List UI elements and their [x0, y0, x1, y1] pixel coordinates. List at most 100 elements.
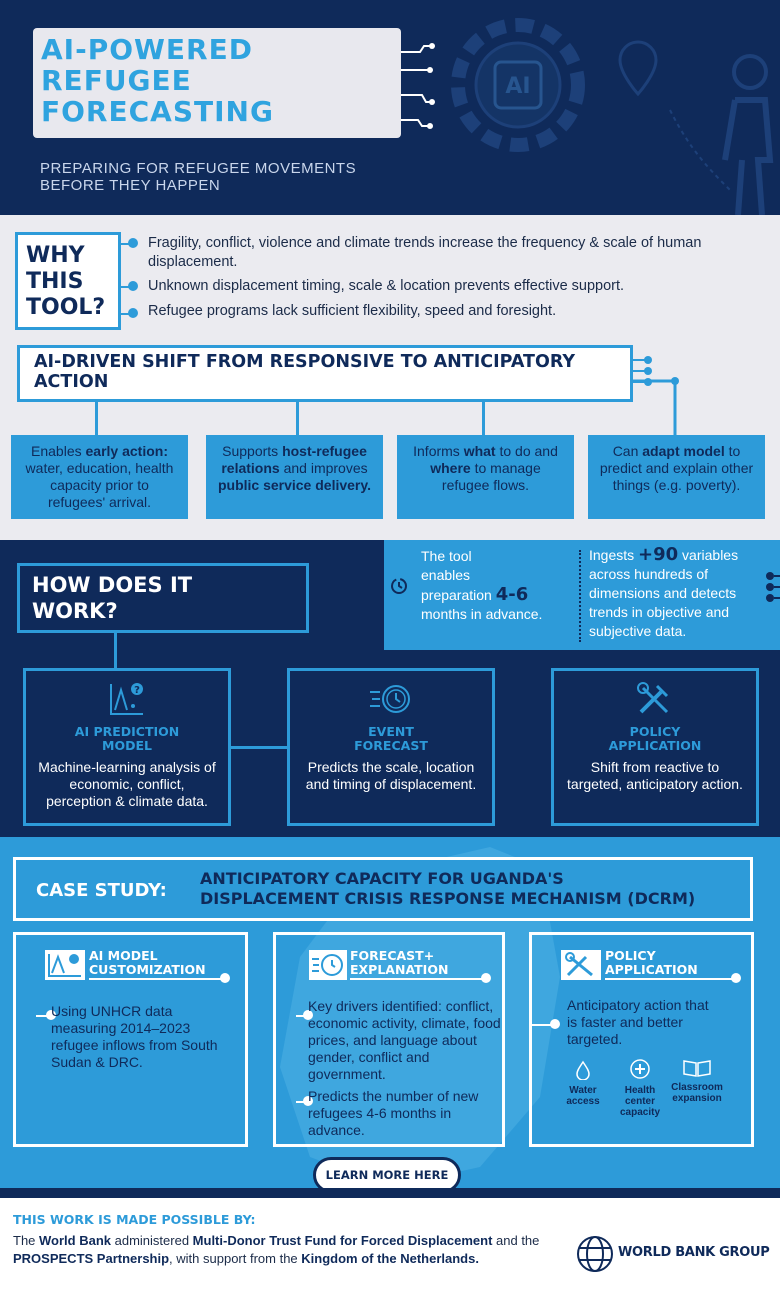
health-cross-icon	[630, 1059, 650, 1079]
card-text: Informs	[413, 443, 464, 459]
why-heading-line: THIS	[26, 269, 84, 294]
bullet-dot	[46, 1010, 56, 1020]
case-heading-line: AI MODEL	[89, 948, 158, 963]
why-heading-box: WHY THIS TOOL?	[15, 232, 121, 330]
chart-question-icon	[45, 950, 85, 980]
connector-line	[230, 746, 288, 749]
card-text: to predict and explain other things (e.g…	[599, 443, 754, 493]
connector-dots-icon	[766, 572, 780, 602]
connector-elbow	[633, 377, 679, 437]
why-heading: WHY THIS TOOL?	[26, 243, 110, 321]
bullet-dot	[128, 238, 138, 248]
case-card-body: Anticipatory action that is faster and b…	[567, 997, 709, 1047]
case-heading-line: CUSTOMIZATION	[89, 962, 206, 977]
connector-line	[114, 633, 117, 668]
why-heading-line: WHY	[26, 243, 85, 268]
card-heading-line: FORECAST	[354, 738, 428, 753]
case-card-body: Key drivers identified: conflict, econom…	[308, 998, 501, 1082]
card-text: Enables	[31, 443, 86, 459]
why-item: Fragility, conflict, violence and climat…	[148, 235, 702, 270]
bullet-dot	[220, 973, 230, 983]
shift-heading-box: AI-DRIVEN SHIFT FROM RESPONSIVE TO ANTIC…	[17, 345, 633, 402]
card-heading-line: EVENT	[368, 724, 414, 739]
learn-more-button[interactable]: LEARN MORE HERE	[313, 1157, 461, 1192]
prep-line: The tool	[421, 548, 472, 564]
case-card-body: Using UNHCR data measuring 2014–2023 ref…	[51, 1003, 218, 1070]
shift-heading: AI-DRIVEN SHIFT FROM RESPONSIVE TO ANTIC…	[34, 352, 576, 392]
bullet-dot	[303, 1010, 313, 1020]
bullet-dot	[550, 1019, 560, 1029]
fast-clock-icon	[309, 950, 347, 980]
card-heading-line: POLICY	[629, 724, 681, 739]
prep-line: months in advance.	[421, 606, 543, 622]
chart-question-icon: ?	[36, 679, 218, 719]
icon-label-line: capacity	[619, 1107, 661, 1118]
card-bold-text: host-refugee relations	[221, 443, 367, 476]
connector-line	[121, 286, 133, 288]
credit-text: The	[13, 1233, 40, 1248]
footer-divider	[0, 1188, 780, 1198]
case-heading-line: EXPLANATION	[350, 962, 449, 977]
credit-text: administered	[111, 1233, 193, 1248]
credit-bold: Multi-Donor Trust Fund for Forced Displa…	[192, 1233, 493, 1248]
title-line: REFUGEE	[41, 64, 192, 97]
card-bold-text: where	[430, 460, 471, 476]
card-body: Shift from reactive to targeted, anticip…	[567, 759, 743, 792]
how-heading: HOW DOES IT WORK?	[32, 572, 294, 624]
credit-bold: World Bank	[39, 1233, 112, 1248]
how-heading-line: HOW DOES IT	[32, 573, 193, 597]
months-highlight: 4-6	[495, 584, 529, 605]
case-card-heading: FORECAST+EXPLANATION	[350, 949, 448, 977]
credit-text: and the	[492, 1233, 540, 1248]
shift-card-early-action: Enables early action: water, education, …	[11, 435, 188, 519]
shift-card-adapt-model: Can adapt model to predict and explain o…	[588, 435, 765, 519]
connector-line	[296, 1015, 308, 1017]
connector-line	[482, 402, 485, 435]
card-text: and improves	[279, 460, 368, 476]
prep-line: preparation	[421, 587, 492, 603]
card-bold-text: adapt model	[642, 443, 725, 459]
card-heading-line: AI PREDICTION	[74, 724, 180, 739]
bullet-dot	[303, 1096, 313, 1106]
title-card: AI-POWERED REFUGEE FORECASTING	[33, 28, 401, 138]
card-bold-text: early action:	[85, 443, 168, 459]
preparation-panel: The tool enables preparation 4-6 months …	[384, 540, 780, 650]
why-item: Refugee programs lack sufficient flexibi…	[148, 303, 557, 319]
divider	[579, 550, 581, 642]
subtitle-line: BEFORE THEY HAPPEN	[40, 177, 221, 194]
tools-icon	[564, 679, 746, 719]
connector-line	[36, 1015, 50, 1017]
connector-line	[296, 1101, 308, 1103]
card-text: to manage refugee flows.	[441, 460, 541, 493]
case-study-section: CASE STUDY: ANTICIPATORY CAPACITY FOR UG…	[0, 837, 780, 1192]
card-body: Predicts the scale, location and timing …	[305, 759, 477, 792]
icon-label-line: access	[566, 1096, 600, 1107]
card-heading-line: MODEL	[102, 738, 152, 753]
title-line: AI-POWERED	[41, 33, 253, 66]
icon-label-line: center	[624, 1096, 655, 1107]
connector-line	[350, 978, 485, 980]
case-study-heading-box	[13, 857, 753, 921]
title-line: FORECASTING	[41, 95, 274, 128]
connector-line	[529, 1024, 551, 1026]
connector-line	[121, 243, 133, 245]
header-banner: AI AI-POWERED REFUGEE FORECASTING PREPAR…	[0, 0, 780, 215]
footer-heading: THIS WORK IS MADE POSSIBLE BY:	[13, 1212, 256, 1227]
variables-highlight: +90	[638, 544, 679, 565]
connector-line	[121, 313, 133, 315]
credit-bold: Kingdom of the Netherlands.	[301, 1251, 479, 1266]
ingest-pre: Ingests	[589, 547, 639, 563]
world-bank-globe-icon	[577, 1236, 613, 1272]
ingest-text: Ingests +90 variables across hundreds of…	[589, 545, 769, 641]
case-heading-line: POLICY	[605, 948, 656, 963]
connector-line	[605, 978, 735, 980]
credit-bold: PROSPECTS Partnership	[13, 1251, 170, 1266]
icon-label-line: Classroom	[671, 1082, 723, 1093]
case-title-line: ANTICIPATORY CAPACITY FOR UGANDA'S	[200, 869, 564, 888]
